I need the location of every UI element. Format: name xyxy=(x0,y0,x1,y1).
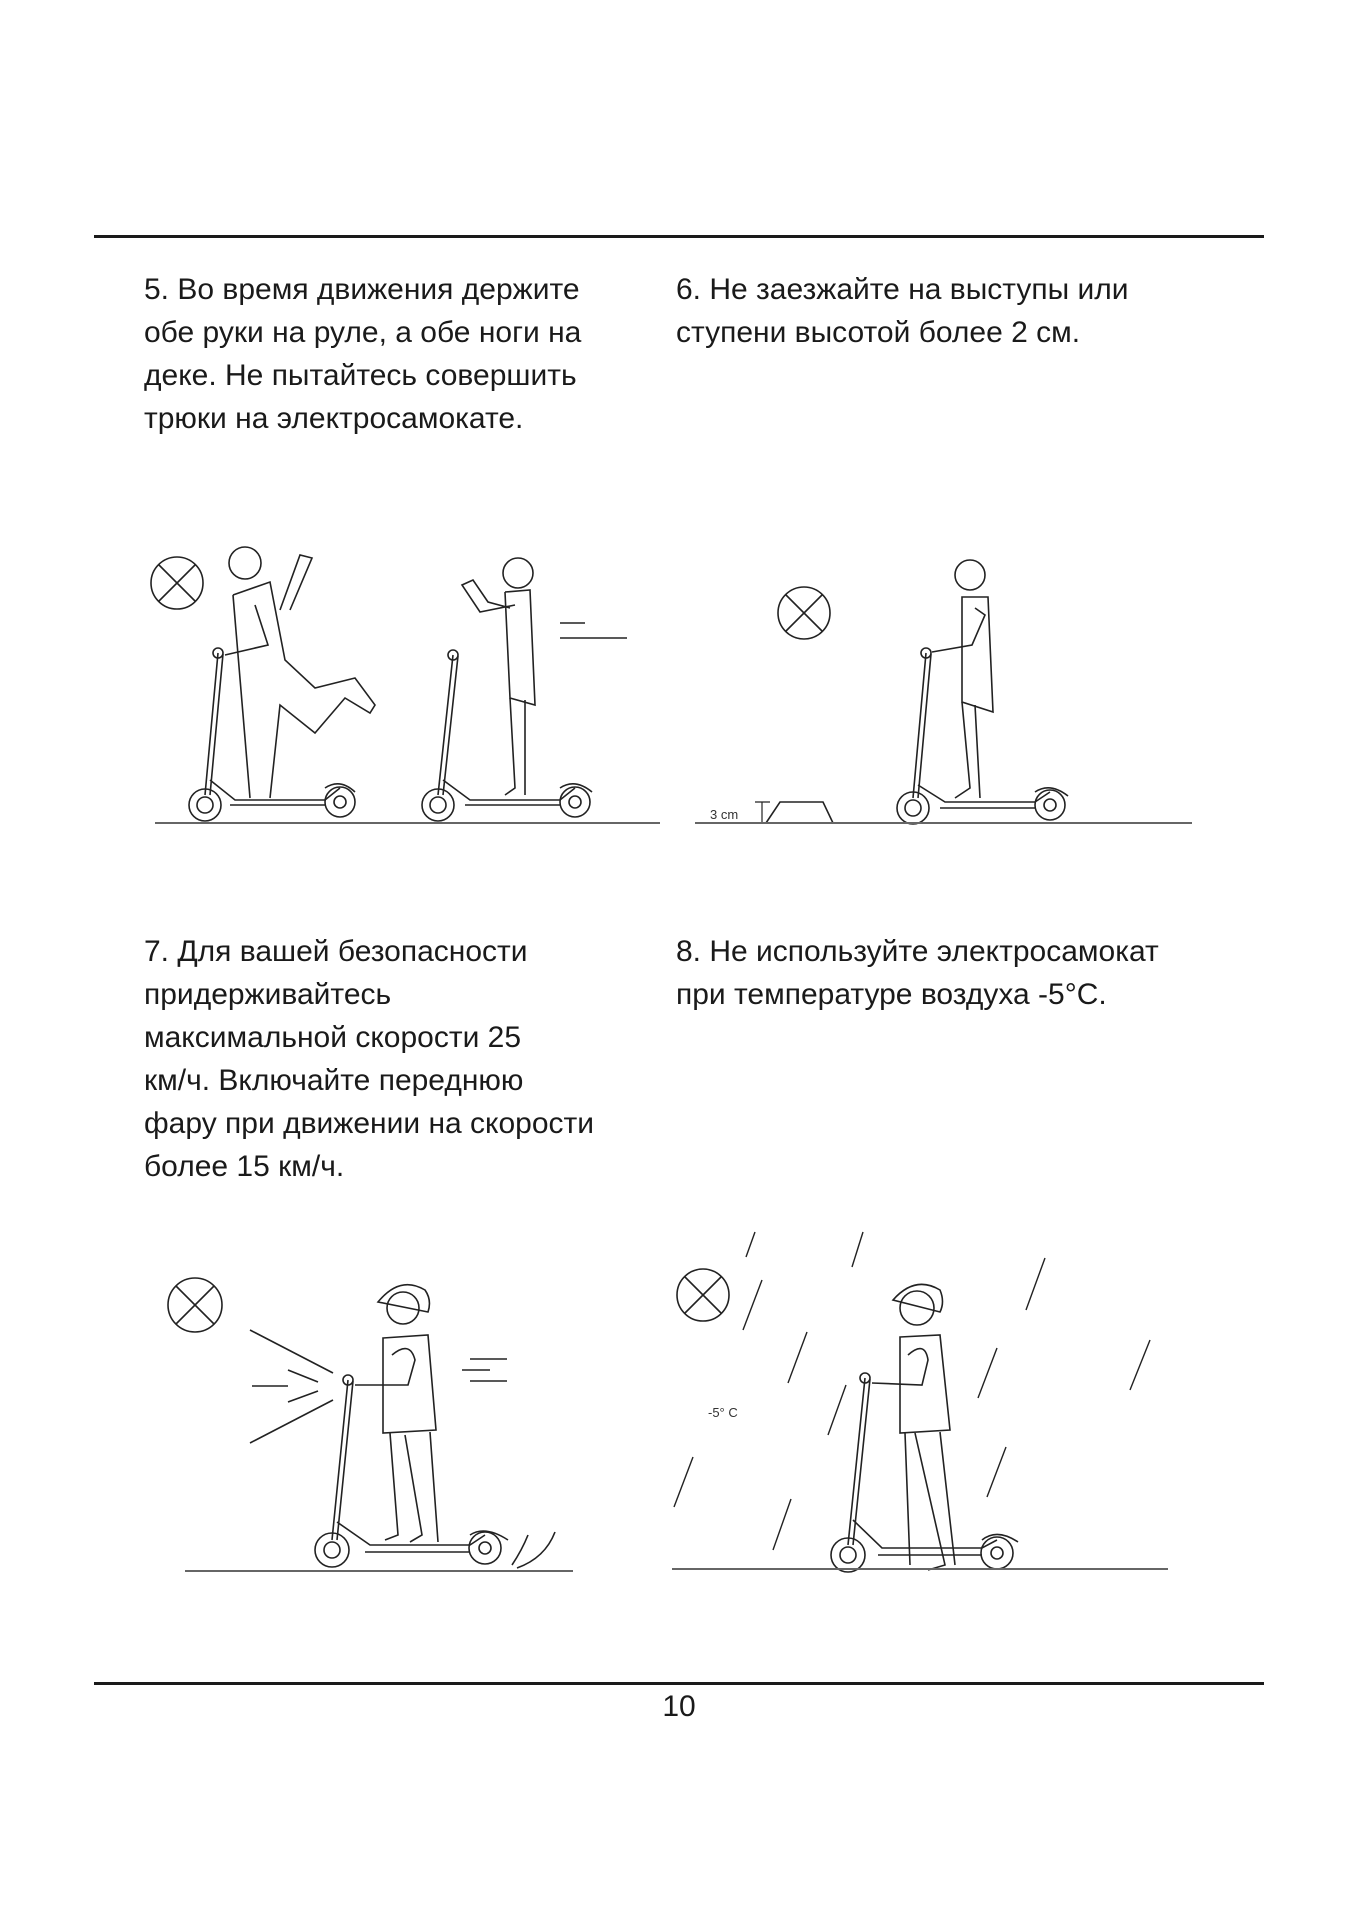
rider-icon xyxy=(460,557,536,796)
headlight-beam-icon xyxy=(249,1329,334,1444)
rider-icon xyxy=(871,1283,956,1571)
prohibited-icon xyxy=(150,556,204,610)
figure-8-cold-weather: -5° C xyxy=(660,1220,1220,1580)
page-number: 10 xyxy=(662,1690,696,1723)
instruction-8-text: 8. Не используйте электросамокат при тем… xyxy=(676,935,1159,1011)
prohibited-icon xyxy=(777,586,831,640)
speed-lines-icon xyxy=(560,622,627,639)
scooter-icon xyxy=(188,647,356,822)
temperature-label: -5° C xyxy=(708,1405,738,1420)
instruction-6-text: 6. Не заезжайте на выступы или ступени в… xyxy=(676,273,1129,349)
dust-lines-icon xyxy=(511,1531,556,1569)
rain-icon xyxy=(673,1231,1151,1551)
scooter-icon xyxy=(314,1374,509,1568)
rider-icon xyxy=(224,546,376,799)
scooter-icon xyxy=(896,647,1069,825)
figure-6-no-bumps: 3 cm xyxy=(680,540,1200,830)
scooter-icon xyxy=(421,649,593,822)
prohibited-icon xyxy=(676,1268,730,1322)
figure-5-no-tricks xyxy=(140,530,670,830)
obstacle-height-label: 3 cm xyxy=(710,807,738,822)
speed-lines-icon xyxy=(462,1358,507,1382)
footer-rule xyxy=(94,1682,1264,1685)
obstacle-bump xyxy=(755,801,834,824)
instruction-5-text: 5. Во время движения держите обе руки на… xyxy=(144,273,582,435)
prohibited-icon xyxy=(167,1277,223,1333)
instruction-7-text: 7. Для вашей безопасности придерживайтес… xyxy=(144,935,595,1183)
rider-icon xyxy=(355,1283,439,1543)
figure-7-speed-headlight xyxy=(160,1260,600,1580)
header-rule xyxy=(94,235,1264,238)
rider-icon xyxy=(931,559,994,799)
